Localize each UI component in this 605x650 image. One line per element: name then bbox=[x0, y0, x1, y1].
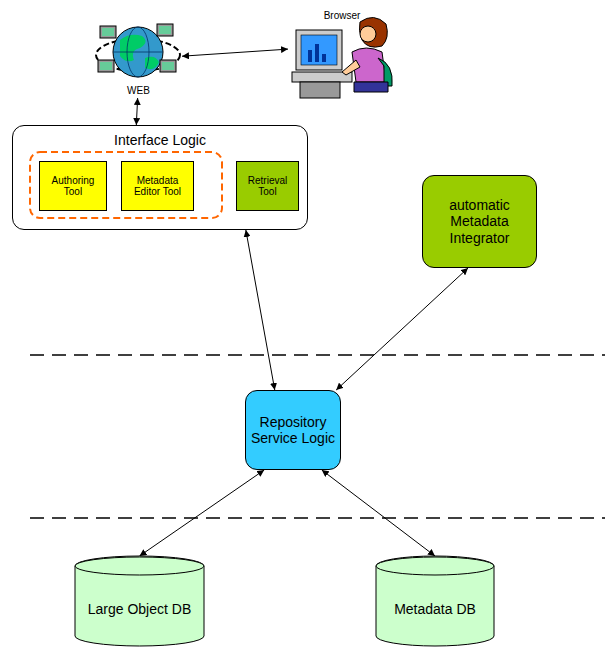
integrator-box: automatic Metadata Integrator bbox=[422, 175, 537, 268]
interface-layer-box: Interface LogicAuthoring Tool Metadata Ed… bbox=[12, 125, 308, 230]
connector-arrow bbox=[140, 470, 265, 556]
service-box: Repository Service Logic bbox=[245, 390, 341, 470]
node-label: automatic Metadata Integrator bbox=[427, 197, 532, 245]
group-bracket bbox=[30, 152, 222, 218]
user-node: Browser bbox=[288, 4, 396, 100]
connector-arrow bbox=[336, 268, 468, 390]
tier-separator bbox=[30, 517, 605, 519]
database-cylinder: Metadata DB bbox=[375, 556, 495, 646]
database-cylinder: Large Object DB bbox=[74, 556, 205, 646]
tool-box: Metadata Editor Tool bbox=[121, 161, 194, 211]
connector-arrow bbox=[136, 98, 137, 125]
node-label: Large Object DB bbox=[88, 601, 192, 617]
web-node: WEB bbox=[95, 22, 182, 98]
tier-separator bbox=[30, 354, 605, 356]
node-label: Retrieval Tool bbox=[241, 175, 294, 198]
connector-arrow bbox=[182, 49, 288, 56]
node-label: Browser bbox=[324, 10, 361, 22]
globe-icon bbox=[96, 24, 180, 77]
node-label: Repository Service Logic bbox=[250, 414, 336, 446]
connector-arrow bbox=[322, 470, 435, 556]
tool-box: Authoring Tool bbox=[39, 161, 107, 211]
node-label: Metadata Editor Tool bbox=[126, 175, 189, 198]
node-label: Interface Logic bbox=[114, 132, 206, 148]
node-label: Authoring Tool bbox=[44, 175, 102, 198]
node-label: Metadata DB bbox=[394, 601, 476, 617]
connector-arrow bbox=[246, 230, 275, 390]
tool-box: Retrieval Tool bbox=[236, 161, 299, 211]
user-icon bbox=[292, 17, 392, 98]
node-label: WEB bbox=[127, 85, 150, 97]
